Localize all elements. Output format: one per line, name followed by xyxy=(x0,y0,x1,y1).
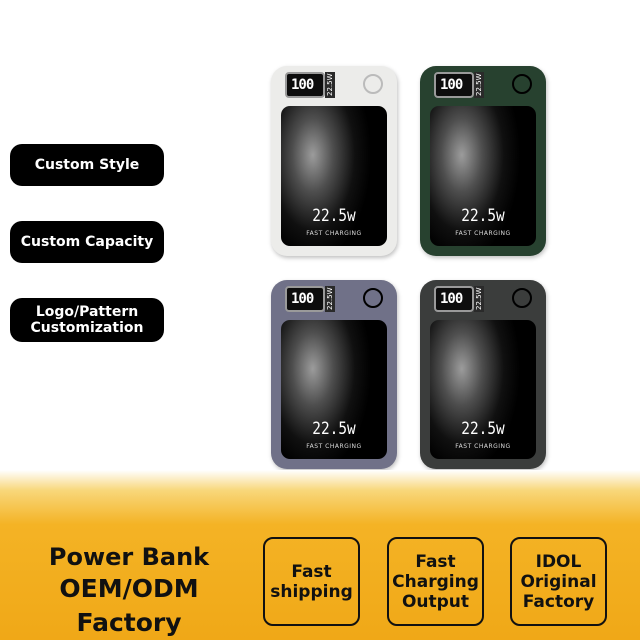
fast-charging-label: FAST CHARGING xyxy=(306,443,362,450)
battery-display: 100 xyxy=(285,286,325,312)
option-pill-logo-pattern: Logo/Pattern Customization xyxy=(10,298,164,342)
fast-charging-label: FAST CHARGING xyxy=(455,230,511,237)
feature-fast-shipping: Fast shipping xyxy=(263,537,360,626)
power-button-icon xyxy=(512,74,532,94)
battery-display: 100 xyxy=(434,286,474,312)
mirror-screen: 22.5w FAST CHARGING xyxy=(430,106,536,246)
power-bank-black: 100 22.5W 22.5w FAST CHARGING xyxy=(420,280,546,469)
watt-badge: 22.5W xyxy=(474,286,484,312)
power-button-icon xyxy=(363,74,383,94)
option-pill-custom-style: Custom Style xyxy=(10,144,164,186)
battery-display: 100 xyxy=(285,72,325,98)
fast-charging-label: FAST CHARGING xyxy=(306,230,362,237)
headline-line2: OEM/ODM Factory xyxy=(59,574,199,637)
mirror-screen: 22.5w FAST CHARGING xyxy=(281,320,387,459)
power-button-icon xyxy=(512,288,532,308)
feature-idol-factory: IDOL Original Factory xyxy=(510,537,607,626)
watt-badge: 22.5W xyxy=(325,72,335,98)
feature-fast-charging: Fast Charging Output xyxy=(387,537,484,626)
fast-charging-label: FAST CHARGING xyxy=(455,443,511,450)
watt-badge: 22.5W xyxy=(325,286,335,312)
mirror-screen: 22.5w FAST CHARGING xyxy=(281,106,387,246)
wattage-label: 22.5w xyxy=(461,206,505,226)
mirror-screen: 22.5w FAST CHARGING xyxy=(430,320,536,459)
headline-line1: Power Bank xyxy=(48,543,210,571)
wattage-label: 22.5w xyxy=(312,206,356,226)
wattage-label: 22.5w xyxy=(312,419,356,439)
battery-display: 100 xyxy=(434,72,474,98)
power-bank-green: 100 22.5W 22.5w FAST CHARGING xyxy=(420,66,546,256)
gold-banner xyxy=(0,470,640,640)
power-bank-white: 100 22.5W 22.5w FAST CHARGING xyxy=(271,66,397,256)
watt-badge: 22.5W xyxy=(474,72,484,98)
power-button-icon xyxy=(363,288,383,308)
option-pill-custom-capacity: Custom Capacity xyxy=(10,221,164,263)
power-bank-purple: 100 22.5W 22.5w FAST CHARGING xyxy=(271,280,397,469)
wattage-label: 22.5w xyxy=(461,419,505,439)
